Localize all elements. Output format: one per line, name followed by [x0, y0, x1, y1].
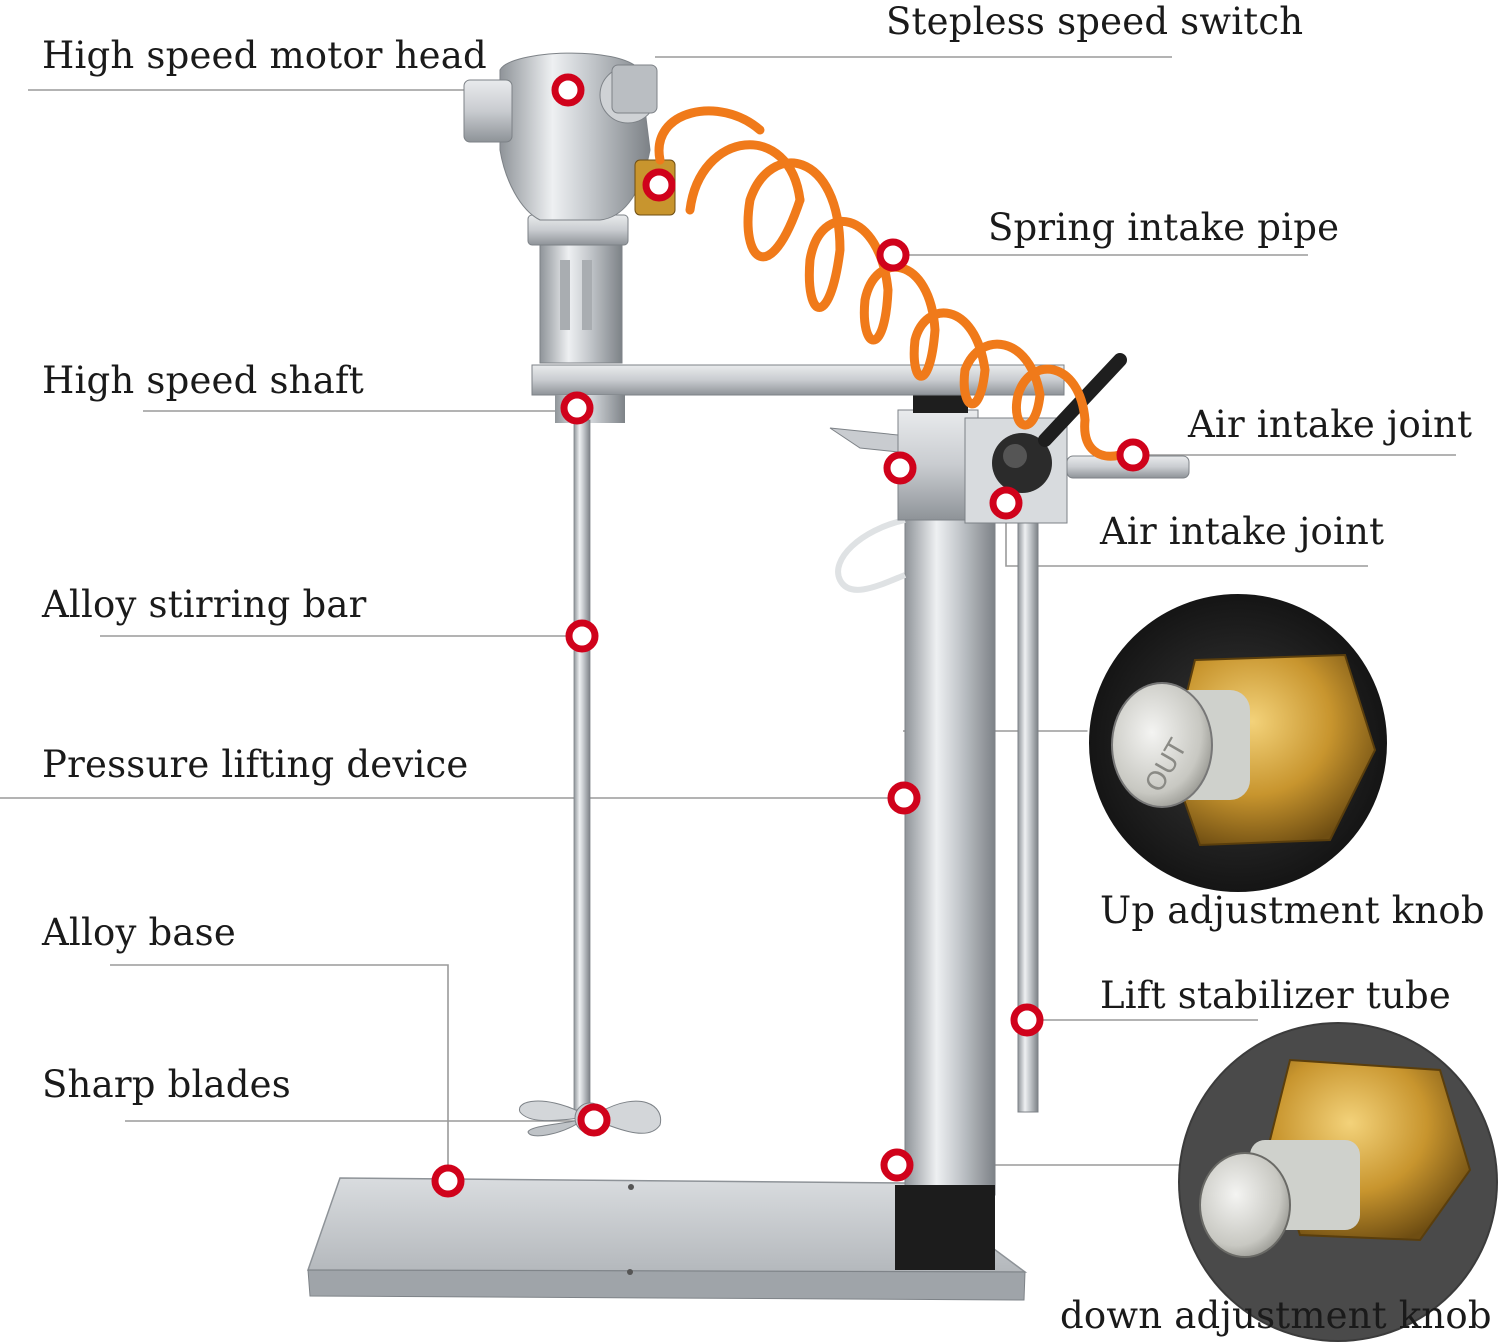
marker-stirring-bar — [565, 619, 599, 653]
alloy-base-plate — [306, 1177, 1028, 1301]
marker-spring-pipe — [876, 238, 910, 272]
marker-blades — [577, 1103, 611, 1137]
leader-lines — [0, 56, 1456, 1180]
marker-alloy-base — [431, 1164, 465, 1198]
stirring-bar — [519, 419, 662, 1137]
marker-stabilizer — [1010, 1003, 1044, 1037]
marker-shaft — [560, 391, 594, 425]
marker-speed-switch — [642, 168, 676, 202]
markers — [431, 73, 1150, 1198]
label-shaft: High speed shaft — [42, 359, 364, 402]
label-stabilizer-tube: Lift stabilizer tube — [1100, 974, 1451, 1017]
marker-valve — [883, 451, 917, 485]
marker-air-joint-1 — [1116, 438, 1150, 472]
marker-air-joint-2 — [989, 486, 1023, 520]
label-air-joint-2: Air intake joint — [1100, 510, 1385, 553]
down-knob-inset — [1178, 1022, 1498, 1342]
label-speed-switch: Stepless speed switch — [886, 0, 1304, 43]
label-down-knob: down adjustment knob — [1060, 1294, 1492, 1337]
label-alloy-base: Alloy base — [42, 911, 236, 954]
spring-intake-hose — [654, 106, 1125, 461]
label-stirring-bar: Alloy stirring bar — [42, 583, 367, 626]
lifting-column — [835, 514, 1039, 1270]
label-lifting-device: Pressure lifting device — [42, 743, 469, 786]
marker-column-base — [880, 1148, 914, 1182]
label-up-knob: Up adjustment knob — [1100, 889, 1485, 932]
label-motor-head: High speed motor head — [42, 34, 487, 77]
label-spring-pipe: Spring intake pipe — [988, 206, 1340, 249]
marker-motor-head — [551, 73, 585, 107]
up-knob-inset: OUT — [1087, 592, 1389, 894]
motor — [463, 52, 676, 364]
marker-lifting-device — [887, 781, 921, 815]
label-air-joint-1: Air intake joint — [1188, 403, 1473, 446]
label-sharp-blades: Sharp blades — [42, 1063, 291, 1106]
